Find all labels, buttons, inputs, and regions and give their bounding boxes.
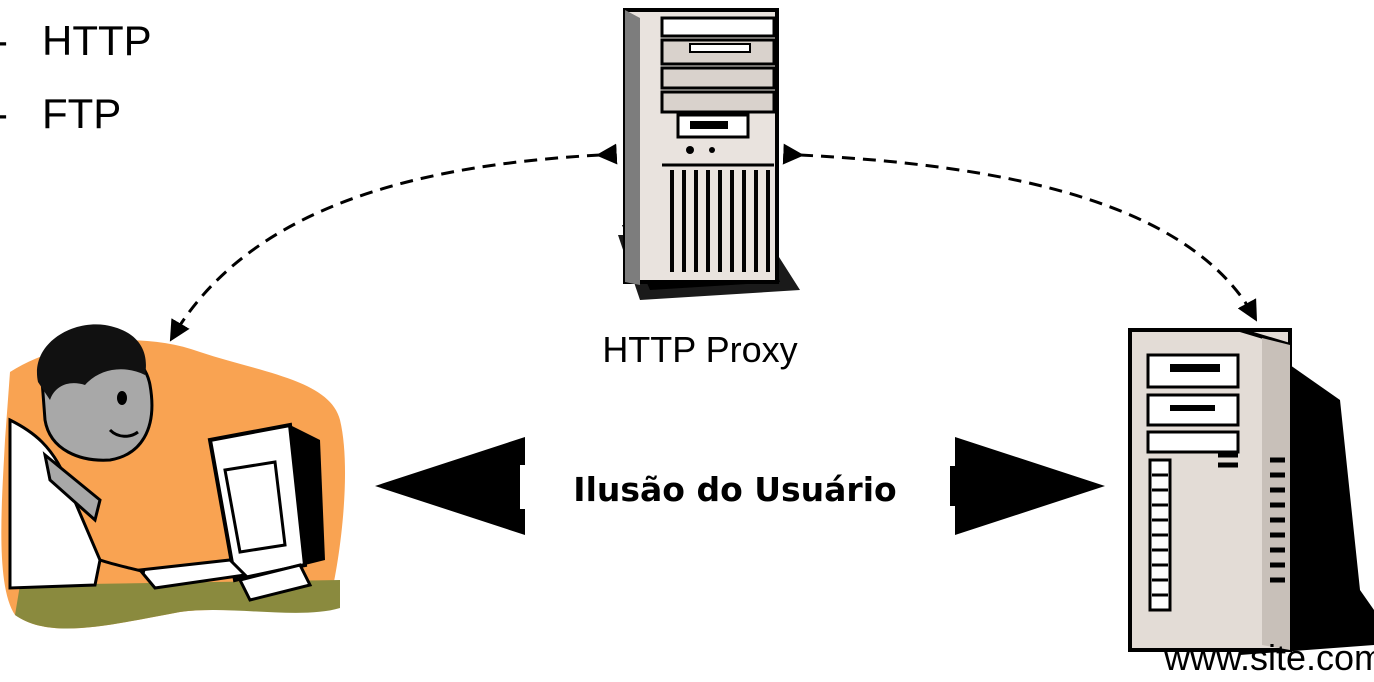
bullet-list: - HTTP - FTP — [0, 17, 152, 137]
server-label: www.site.com — [1163, 637, 1374, 678]
web-server-icon — [1128, 328, 1374, 655]
illusion-label: Ilusão do Usuário — [573, 470, 896, 509]
bullet-text: FTP — [42, 90, 121, 137]
person-at-computer-icon — [1, 324, 346, 629]
proxy-label: HTTP Proxy — [602, 329, 797, 370]
bullet-marker: - — [0, 90, 8, 137]
illusion-arrow: Ilusão do Usuário — [375, 437, 1105, 535]
proxy-server-connection — [782, 143, 1258, 322]
user-proxy-connection — [169, 143, 618, 342]
bullet-item: - HTTP — [0, 17, 152, 64]
bullet-item: - FTP — [0, 90, 121, 137]
bullet-text: HTTP — [42, 17, 152, 64]
bullet-marker: - — [0, 17, 8, 64]
tower-server-icon — [618, 8, 800, 300]
